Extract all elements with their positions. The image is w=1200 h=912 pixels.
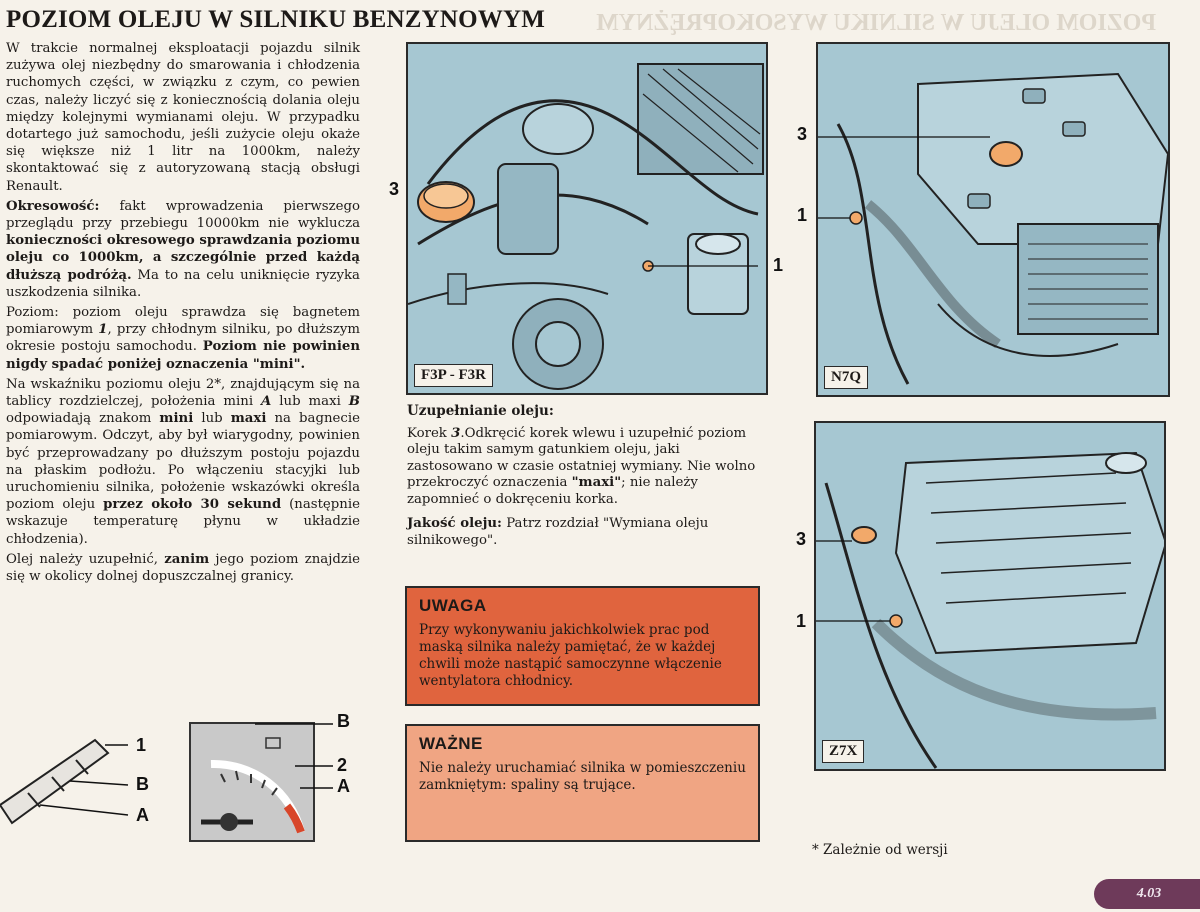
oil-level-gauge xyxy=(189,722,315,842)
gauge-callout-a: A xyxy=(337,776,350,796)
uwaga-box: UWAGA Przy wykonywaniu jakichkolwiek pra… xyxy=(405,586,760,706)
gauge-callout-2: 2 xyxy=(337,755,348,775)
figure-label-n7q: N7Q xyxy=(824,366,868,389)
callout-3-n7q: 3 xyxy=(797,124,808,144)
figure-label-f3p: F3P - F3R xyxy=(414,364,493,387)
uzupelnic-paragraph: Olej należy uzupełnić, zanim jego poziom… xyxy=(6,551,360,585)
oil-gauge-dial xyxy=(201,737,305,834)
poziom-paragraph: Poziom: poziom oleju sprawdza się bagnet… xyxy=(6,305,361,372)
uwaga-text: Przy wykonywaniu jakichkolwiek prac pod … xyxy=(419,622,722,689)
wazne-text: Nie należy uruchamiać silnika w pomieszc… xyxy=(419,760,746,793)
okresowosc-paragraph: Okresowość: fakt wprowadzenia pierwszego… xyxy=(6,198,360,300)
page-number: 4.03 xyxy=(1094,879,1200,909)
wazne-heading: WAŻNE xyxy=(419,734,483,753)
wskaznik-paragraph: Na wskaźniku poziomu oleju 2*, znajdując… xyxy=(6,376,361,547)
engine-figure-n7q: N7Q xyxy=(816,42,1170,397)
gauge-callout-b: B xyxy=(337,711,350,731)
engine-figure-z7x: Z7X xyxy=(814,421,1166,771)
callout-3-z7x: 3 xyxy=(796,529,807,549)
gauge-leader-lines xyxy=(255,723,333,789)
middle-column: Uzupełnianie oleju: Korek 3.Odkręcić kor… xyxy=(407,403,767,557)
callout-1-z7x: 1 xyxy=(796,611,807,631)
uzupelnianie-heading: Uzupełnianie oleju: xyxy=(407,403,554,419)
dipstick-illustration xyxy=(0,738,129,825)
page-title: POZIOM OLEJU W SILNIKU BENZYNOWYM xyxy=(6,6,546,33)
dipstick-callout-a: A xyxy=(136,805,149,825)
engine-illustration-n7q xyxy=(818,44,1168,395)
engine-figure-f3p: F3P - F3R xyxy=(406,42,768,395)
uwaga-heading: UWAGA xyxy=(419,596,487,615)
callout-3-f3p: 3 xyxy=(389,179,400,199)
uzupelnianie-paragraph: Korek 3.Odkręcić korek wlewu i uzupełnić… xyxy=(407,425,756,507)
jakosc-paragraph: Jakość oleju: Patrz rozdział "Wymiana ol… xyxy=(407,516,709,548)
show-through-title: POZIOM OLEJU W SILNIKU WYSOKOPRĘŻNYM xyxy=(596,10,1157,36)
left-column: W trakcie normalnej eksploatacji pojazdu… xyxy=(6,40,360,588)
figure-label-z7x: Z7X xyxy=(822,740,865,763)
callout-1-f3p: 1 xyxy=(773,255,784,275)
wazne-box: WAŻNE Nie należy uruchamiać silnika w po… xyxy=(405,724,760,842)
engine-illustration-z7x xyxy=(816,423,1164,769)
dipstick-callout-b: B xyxy=(136,774,149,794)
engine-illustration-f3p xyxy=(408,44,766,393)
footnote: * Zależnie od wersji xyxy=(812,842,948,858)
callout-1-n7q: 1 xyxy=(797,205,808,225)
dipstick-callout-1: 1 xyxy=(136,735,147,755)
intro-paragraph: W trakcie normalnej eksploatacji pojazdu… xyxy=(6,41,360,194)
